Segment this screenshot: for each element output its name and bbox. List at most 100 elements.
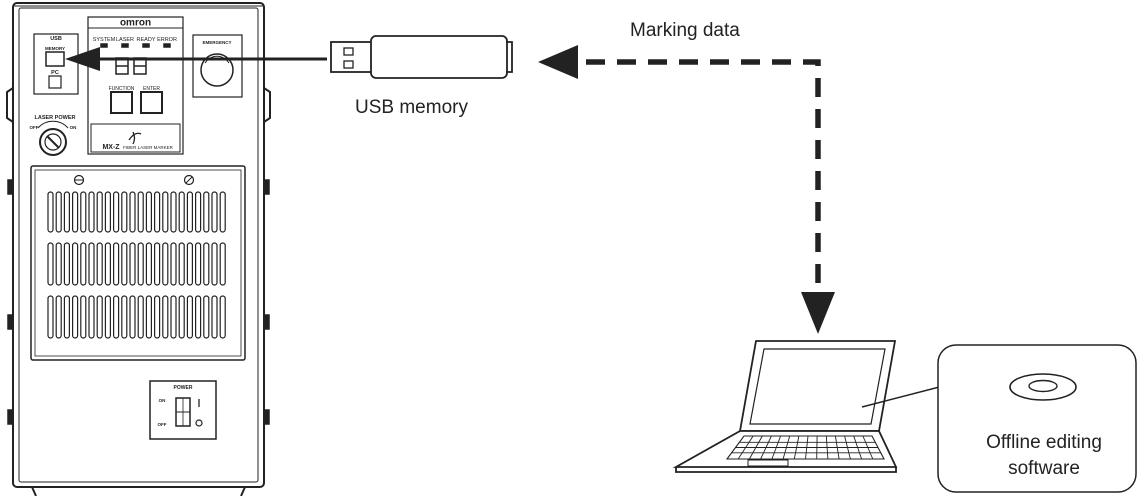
emergency-stop-icon bbox=[200, 53, 234, 87]
function-label: FUNCTION bbox=[109, 86, 135, 92]
led-error bbox=[163, 43, 171, 48]
power-label: POWER bbox=[174, 385, 193, 391]
vent-slot bbox=[121, 242, 128, 286]
vent-slot bbox=[195, 295, 202, 339]
cabinet-body bbox=[12, 2, 265, 488]
vent-slot bbox=[47, 191, 54, 233]
led-label-system: SYSTEM bbox=[93, 37, 116, 43]
disc-icon bbox=[1009, 373, 1077, 401]
vent-slot bbox=[203, 242, 210, 286]
software-callout bbox=[861, 344, 1137, 493]
vent-slot bbox=[186, 295, 193, 339]
right-handle-icon bbox=[263, 87, 271, 123]
vent-slot bbox=[170, 242, 177, 286]
keyboard-column bbox=[737, 435, 754, 460]
vent-slot bbox=[104, 295, 112, 339]
led-ready bbox=[142, 43, 150, 48]
keyboard-column bbox=[782, 435, 791, 460]
power-on-label: ON bbox=[159, 398, 166, 403]
brand-name: omron bbox=[120, 18, 151, 29]
keyboard-column bbox=[749, 435, 763, 460]
vent-slot bbox=[145, 242, 152, 286]
vent-slot bbox=[71, 242, 79, 286]
vent-slot bbox=[145, 191, 152, 233]
vent-slot bbox=[211, 191, 218, 233]
cabinet-inner-frame bbox=[18, 7, 259, 483]
vent-slot bbox=[121, 191, 128, 233]
vent-slot bbox=[71, 191, 79, 233]
vent-slot bbox=[129, 295, 136, 339]
keyboard-column bbox=[844, 435, 851, 460]
vent-slot bbox=[47, 242, 54, 286]
vent-slot bbox=[80, 295, 87, 339]
vent-slot bbox=[178, 191, 185, 233]
vent-slot bbox=[47, 295, 54, 339]
vent-slot bbox=[219, 295, 226, 339]
vent-slot bbox=[211, 242, 218, 286]
vent-slot bbox=[154, 295, 161, 339]
pc-label: PC bbox=[51, 70, 59, 76]
laser-marker-controller bbox=[6, 2, 271, 496]
vent-slot bbox=[88, 242, 95, 286]
vent-slot bbox=[63, 295, 71, 339]
keyboard-column bbox=[760, 435, 772, 460]
vent-slot bbox=[162, 295, 169, 339]
vent-slot bbox=[71, 295, 79, 339]
key-on-label: ON bbox=[70, 125, 77, 130]
vent-slot bbox=[137, 242, 144, 286]
vent-slot bbox=[145, 295, 152, 339]
laser-power-key-icon bbox=[39, 128, 67, 156]
vent-slot bbox=[186, 242, 193, 286]
vent-slot bbox=[186, 191, 193, 233]
vent-slot bbox=[195, 191, 202, 233]
software-label-line1: Offline editing bbox=[986, 432, 1102, 453]
vent-panel bbox=[30, 165, 246, 361]
led-label-ready: READY bbox=[137, 37, 156, 43]
vent-slot bbox=[170, 191, 177, 233]
vent-slot bbox=[203, 191, 210, 233]
led-laser bbox=[121, 43, 129, 48]
software-callout-box bbox=[937, 344, 1137, 493]
vent-slot bbox=[203, 295, 210, 339]
panel-screw-right-icon bbox=[183, 174, 195, 186]
vent-slot bbox=[96, 191, 103, 233]
led-label-laser: LASER bbox=[116, 37, 134, 43]
vent-slot bbox=[162, 242, 169, 286]
usb-panel bbox=[33, 33, 79, 95]
arrow-usb-to-port bbox=[65, 47, 327, 71]
keyboard-column bbox=[793, 435, 800, 460]
emergency-label: EMERGENCY bbox=[202, 40, 231, 45]
arrow-marking-data bbox=[538, 45, 835, 334]
vent-slot bbox=[112, 295, 120, 339]
keyboard-column bbox=[862, 435, 874, 460]
vent-slot bbox=[80, 191, 87, 233]
vent-slot bbox=[129, 191, 136, 233]
panel-screw-left-icon bbox=[73, 174, 85, 186]
vent-slot bbox=[80, 242, 87, 286]
laptop-computer bbox=[672, 340, 898, 473]
power-off-label: OFF bbox=[158, 422, 167, 427]
vent-slot bbox=[121, 295, 128, 339]
vent-slot bbox=[55, 295, 62, 339]
vent-slots bbox=[47, 191, 226, 339]
usb-stick-body bbox=[370, 35, 508, 79]
vent-slot bbox=[137, 295, 144, 339]
vent-slot bbox=[96, 295, 103, 339]
model-name: MX-Z bbox=[102, 144, 120, 151]
usb-pc-port bbox=[48, 75, 62, 89]
laser-power-label: LASER POWER bbox=[35, 115, 76, 121]
vent-slot bbox=[195, 242, 202, 286]
usb-memory-port bbox=[45, 51, 65, 67]
emergency-panel bbox=[192, 34, 243, 98]
vent-slot bbox=[129, 242, 136, 286]
vent-slot bbox=[104, 191, 112, 233]
laptop-screen bbox=[749, 348, 886, 425]
function-button bbox=[110, 91, 133, 114]
left-handle-icon bbox=[6, 87, 14, 123]
vent-slot bbox=[112, 191, 120, 233]
keyboard-column bbox=[825, 435, 829, 460]
software-label-line2: software bbox=[1008, 458, 1080, 479]
keyboard-column bbox=[853, 435, 863, 460]
usb-memory-label: USB memory bbox=[355, 97, 468, 118]
vent-slot bbox=[219, 242, 226, 286]
